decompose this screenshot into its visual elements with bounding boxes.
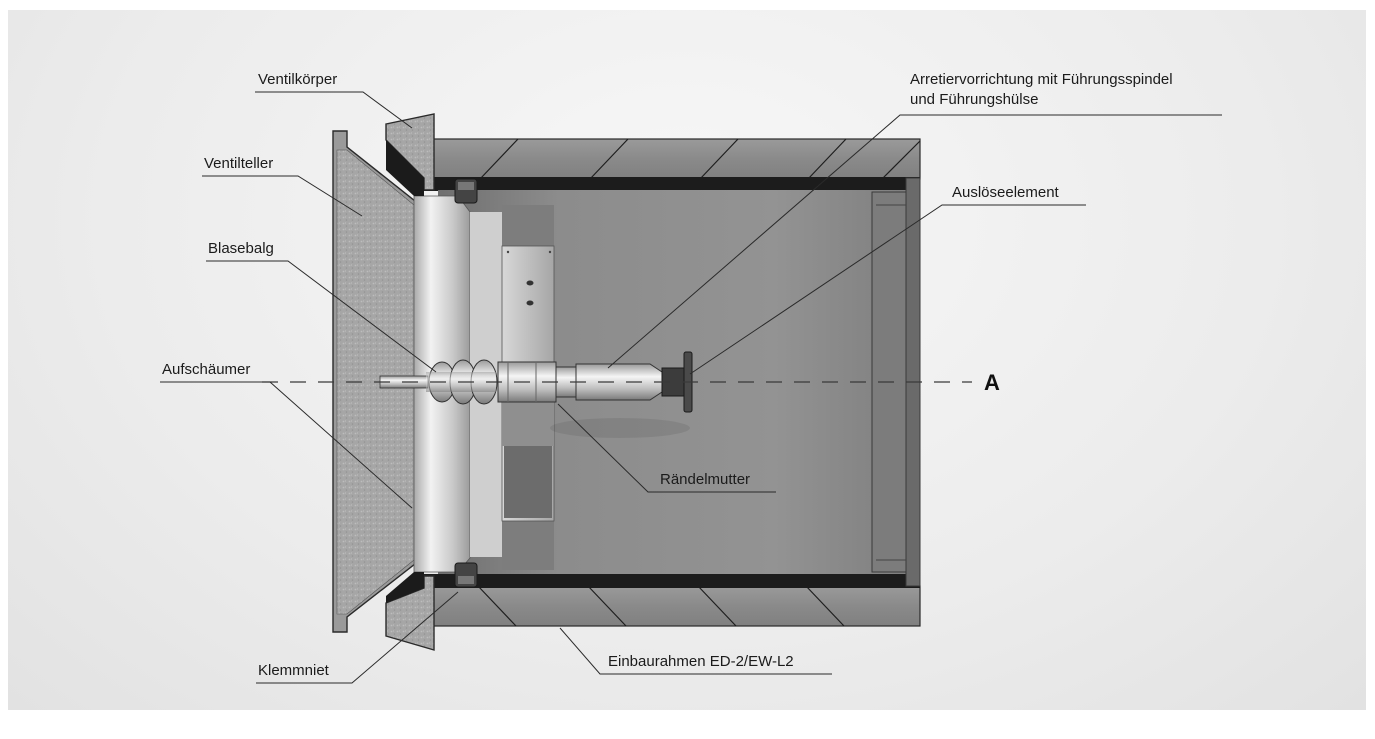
label-arretier-line2: und Führungshülse <box>910 91 1038 108</box>
ventilkoerper <box>385 113 435 651</box>
einbaurahmen-housing <box>420 138 921 627</box>
label-ventilteller: Ventilteller <box>204 155 273 172</box>
label-raendelmutter: Rändelmutter <box>660 471 750 488</box>
leader-lines <box>160 91 1222 684</box>
klemmniet-rivets <box>454 178 478 588</box>
label-ventilkoerper: Ventilkörper <box>258 71 337 88</box>
label-axis-a: A <box>984 370 1000 395</box>
label-aufschaeumer: Aufschäumer <box>162 361 250 378</box>
label-ausloeseelement: Auslöseelement <box>952 184 1060 201</box>
label-blasebalg: Blasebalg <box>208 240 274 257</box>
label-klemmniet: Klemmniet <box>258 662 330 679</box>
label-einbaurahmen: Einbaurahmen ED-2/EW-L2 <box>608 653 794 670</box>
label-arretier-line1: Arretiervorrichtung mit Führungsspindel <box>910 71 1173 88</box>
